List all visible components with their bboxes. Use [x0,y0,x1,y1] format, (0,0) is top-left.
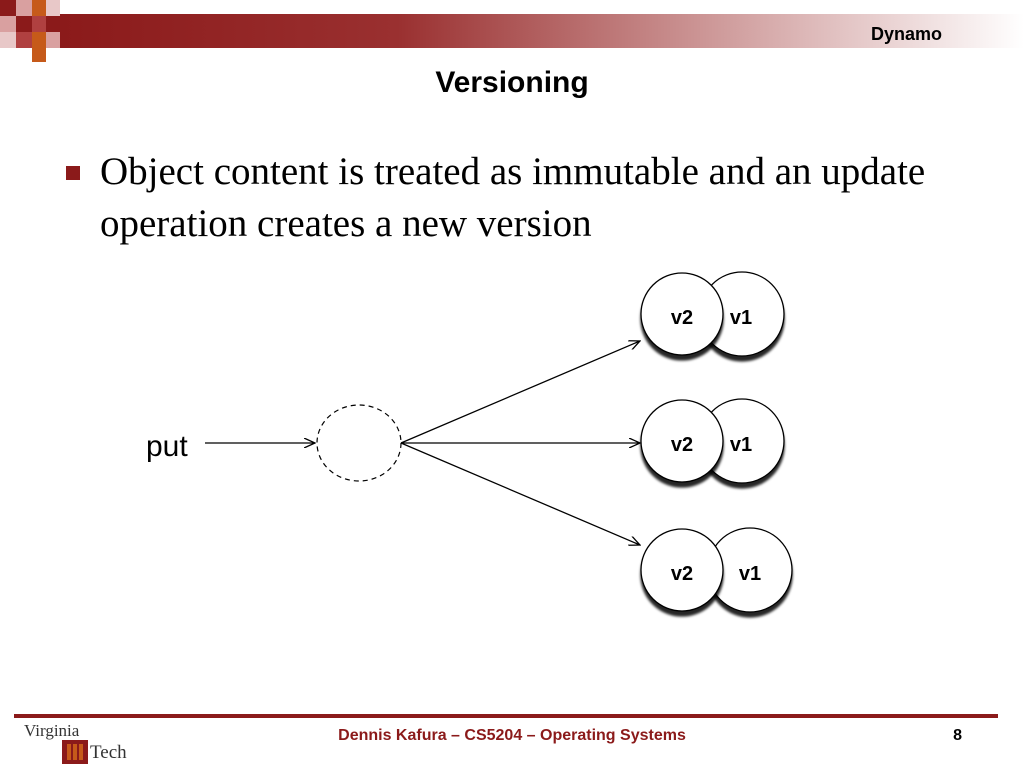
logo-text-bottom: Tech [90,742,127,763]
bullet-item: Object content is treated as immutable a… [62,146,942,250]
checker-square [46,0,60,16]
replicate-arrow-top [400,341,640,444]
version-v2-circle [640,528,724,612]
version-v1-label: v1 [739,563,761,585]
slide-topic: Dynamo [870,24,942,44]
version-v2-circle [640,399,724,483]
checker-square [32,0,46,16]
replica-node-bottom: v2 v1 [640,527,793,613]
footer-divider [14,714,998,718]
version-v2-label: v2 [671,434,693,456]
page-number: 8 [953,727,962,744]
version-v2-label: v2 [671,563,693,585]
checker-square [32,48,46,62]
checker-square [0,16,16,32]
virginia-tech-logo: Virginia Tech [24,721,127,764]
checker-square [46,16,60,32]
slide-title: Versioning [435,66,589,99]
checker-square [32,16,46,32]
logo-text-top: Virginia [24,721,80,740]
checker-square [0,0,16,16]
version-v2-circle [640,272,724,356]
coordinator-node [316,404,402,482]
version-v2-label: v2 [671,307,693,329]
checker-square [32,32,46,48]
checker-square [16,0,32,16]
checker-square [16,32,32,48]
checker-square [0,32,16,48]
footer-credit: Dennis Kafura – CS5204 – Operating Syste… [338,727,686,744]
checker-square [16,16,32,32]
version-v1-label: v1 [730,434,752,456]
replica-node-top: v2 v1 [640,271,785,357]
checker-square [46,32,60,48]
replica-node-middle: v2 v1 [640,398,785,484]
put-label: put [146,430,188,463]
version-v1-label: v1 [730,307,752,329]
header-gradient-bar [60,14,1024,48]
square-bullet-icon [66,166,80,180]
header-decoration [0,0,1024,62]
replicate-arrow-bottom [400,442,640,545]
bullet-text: Object content is treated as immutable a… [100,150,926,245]
